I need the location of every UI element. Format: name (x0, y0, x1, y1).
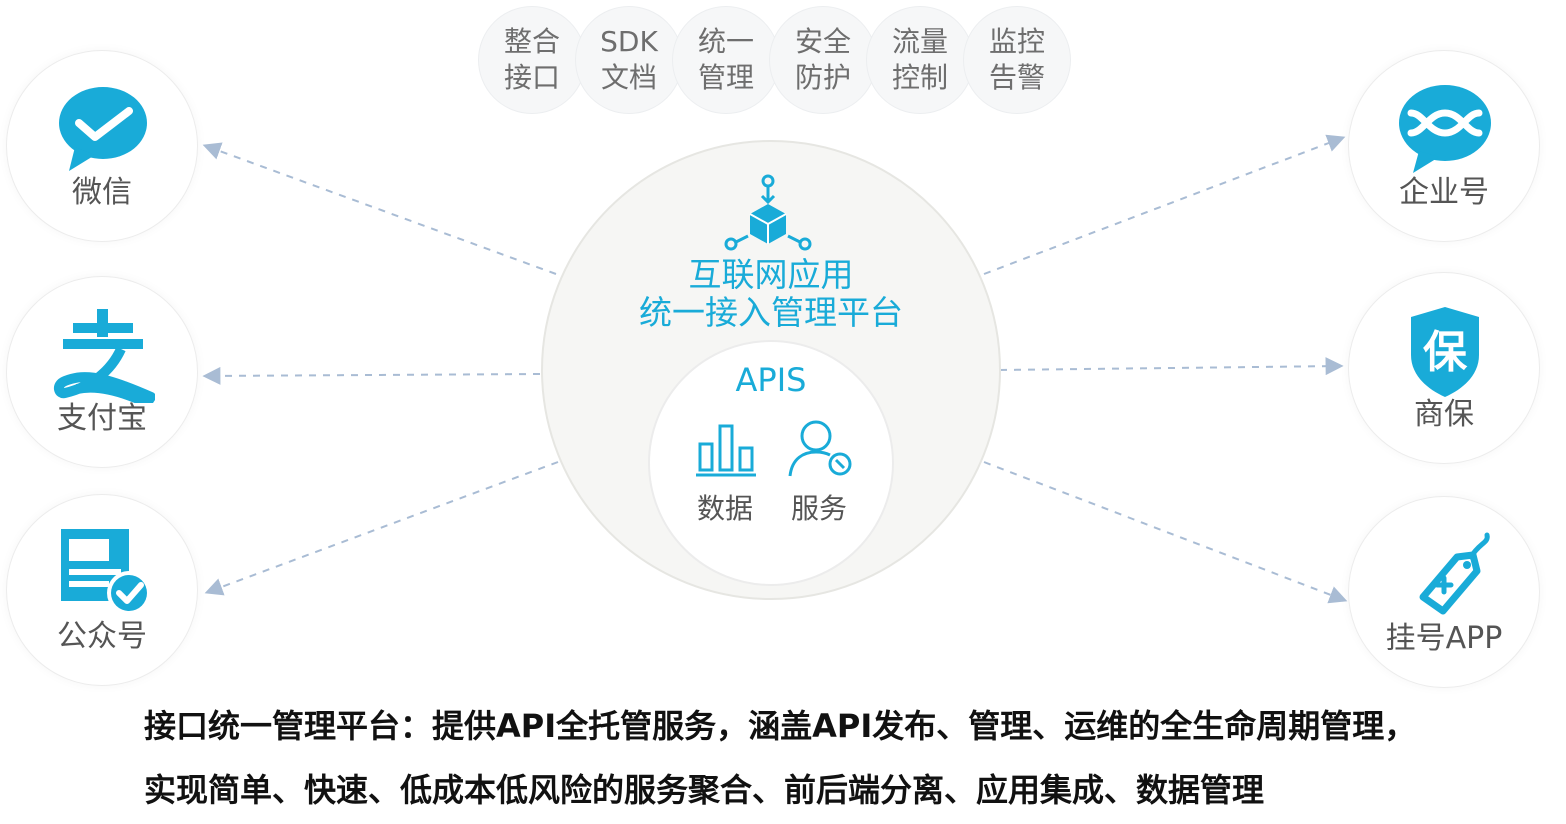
svg-text:保: 保 (1423, 327, 1468, 378)
feature-unified-management: 统一 管理 (672, 6, 780, 114)
feature-line1: 监控 (988, 25, 1045, 58)
node-label: 挂号APP (1385, 621, 1503, 656)
feature-line2: 告警 (988, 61, 1045, 94)
feature-line2: 管理 (697, 61, 754, 94)
arrow-to-registration-app (983, 461, 1348, 604)
arrow-to-insurance (999, 357, 1344, 376)
feature-line2: 控制 (891, 61, 948, 94)
node-alipay: 支付宝 (6, 276, 198, 468)
node-wechat: 微信 (6, 50, 198, 242)
arrow-to-official-account (204, 461, 559, 596)
node-label: 企业号 (1399, 175, 1489, 210)
feature-line1: SDK (600, 25, 658, 58)
caption-line1: 接口统一管理平台：提供API全托管服务，涵盖API发布、管理、运维的全生命周期管… (144, 707, 1417, 745)
feature-bubbles: 整合 接口 SDK 文档 统一 管理 安全 防护 流量 控制 监控 告警 (478, 6, 1088, 114)
node-enterprise-account: 企业号 (1348, 50, 1540, 242)
feature-line1: 流量 (891, 25, 948, 58)
feature-line1: 安全 (794, 25, 851, 58)
feature-line1: 整合 (503, 25, 560, 58)
feature-security: 安全 防护 (769, 6, 877, 114)
service-label: 服务 (790, 492, 847, 525)
arrow-to-enterprise (983, 134, 1346, 275)
apis-label: APIS (735, 361, 807, 399)
registration-tag-icon (1419, 532, 1490, 615)
user-wrench-icon (788, 420, 852, 477)
node-label: 公众号 (57, 619, 147, 654)
node-label: 微信 (72, 175, 132, 210)
feature-line1: 统一 (697, 25, 754, 58)
apis-inner-circle (648, 340, 894, 586)
feature-traffic-control: 流量 控制 (866, 6, 974, 114)
node-label: 支付宝 (57, 401, 147, 436)
platform-title-line1: 互联网应用 (688, 255, 854, 294)
arrow-to-wechat (202, 142, 557, 275)
insurance-shield-icon: 保 (1411, 307, 1479, 397)
node-registration-app: 挂号APP (1348, 496, 1540, 688)
bar-chart-icon (696, 424, 756, 477)
feature-line2: 文档 (600, 61, 657, 94)
official-account-icon (61, 529, 151, 615)
data-label: 数据 (696, 492, 753, 525)
alipay-icon (54, 309, 155, 403)
platform-title-line2: 统一接入管理平台 (639, 293, 903, 332)
enterprise-account-icon (1399, 85, 1491, 173)
feature-line2: 接口 (503, 61, 560, 94)
node-official-account: 公众号 (6, 494, 198, 686)
feature-monitoring: 监控 告警 (963, 6, 1071, 114)
hub-cube-icon (724, 174, 812, 251)
node-label: 商保 (1414, 397, 1474, 432)
feature-line2: 防护 (794, 61, 851, 94)
feature-integrate-interface: 整合 接口 (478, 6, 586, 114)
wechat-icon (59, 87, 147, 171)
caption-line2: 实现简单、快速、低成本低风险的服务聚合、前后端分离、应用集成、数据管理 (144, 771, 1265, 809)
node-insurance: 保 商保 (1348, 272, 1540, 464)
arrow-to-alipay (202, 366, 541, 385)
feature-sdk-docs: SDK 文档 (575, 6, 683, 114)
